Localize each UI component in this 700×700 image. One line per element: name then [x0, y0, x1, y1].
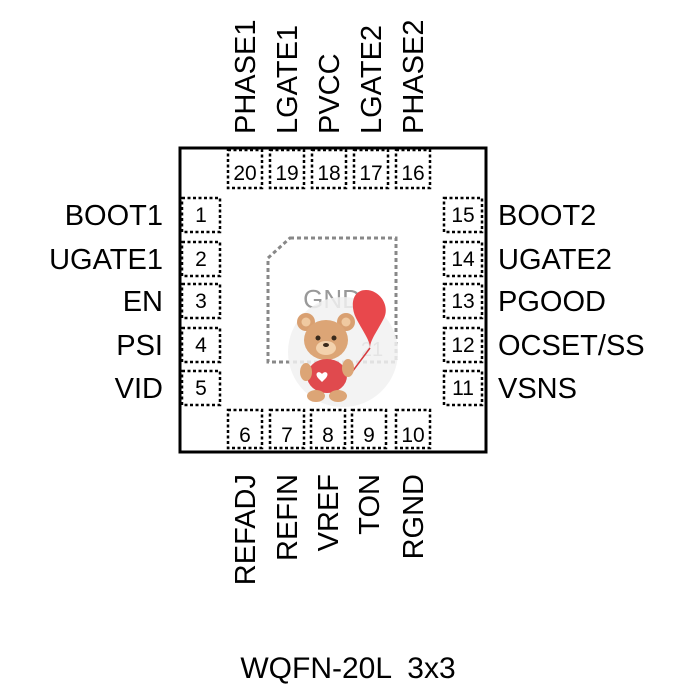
pin-label: BOOT2 [498, 200, 596, 232]
pin-number: 14 [451, 248, 475, 271]
pin-label: BOOT1 [65, 200, 163, 232]
bear-mascot-image [288, 290, 398, 407]
pin-pad [442, 240, 484, 278]
pin-number: 3 [195, 290, 207, 313]
pin-label: VSNS [498, 373, 577, 405]
pin-label: REFADJ [230, 474, 262, 585]
pin-pad [394, 408, 432, 450]
pin-pad [442, 196, 484, 234]
pin-label: UGATE2 [498, 244, 612, 276]
pin-pad [226, 408, 264, 450]
pin-pad [180, 369, 222, 407]
pin-4: 4 PSI [116, 326, 222, 364]
pin-19: 19 LGATE1 [268, 25, 306, 190]
pin-pad [180, 282, 222, 320]
pin-11: 11 VSNS [442, 369, 577, 407]
pin-number: 12 [451, 334, 474, 357]
pin-13: 13 PGOOD [442, 282, 606, 320]
pin-number: 2 [195, 248, 207, 271]
pin-14: 14 UGATE2 [442, 240, 612, 278]
pin-number: 18 [317, 162, 340, 185]
pin-12: 12 OCSET/SS [442, 326, 645, 364]
caption-spacer [391, 652, 399, 685]
pin-label: EN [123, 286, 163, 318]
pin-pad [180, 196, 222, 234]
pin-number: 13 [451, 290, 474, 313]
pin-label: VID [115, 373, 163, 405]
pin-pad [309, 408, 347, 450]
pin-number: 10 [401, 424, 424, 447]
pin-2: 2 UGATE1 [49, 240, 222, 278]
pin-15: 15 BOOT2 [442, 196, 596, 234]
pin-number: 5 [195, 377, 207, 400]
pin-18: 18 PVCC [310, 53, 348, 190]
pin-number: 15 [451, 204, 474, 227]
pin-number: 11 [452, 377, 474, 400]
pin-pad [350, 408, 388, 450]
pin-label: RGND [398, 474, 430, 559]
pin-number: 6 [239, 424, 251, 447]
pin-pad [268, 408, 306, 450]
package-name: WQFN-20L [240, 652, 391, 685]
pin-pad [180, 326, 222, 364]
pin-pad [268, 148, 306, 190]
pin-label: LGATE2 [356, 25, 388, 134]
pin-pad [180, 240, 222, 278]
pin-label: PHASE1 [230, 20, 262, 134]
pin-number: 16 [401, 162, 424, 185]
pin-pad [352, 148, 390, 190]
pin-number: 19 [275, 162, 298, 185]
pin-number: 17 [359, 162, 382, 185]
pin-label: LGATE1 [272, 25, 304, 134]
pin-number: 9 [363, 424, 375, 447]
pin-pad [394, 148, 432, 190]
pin-label: REFIN [272, 474, 304, 561]
pin-label: PSI [116, 330, 163, 362]
pin-number: 8 [322, 424, 334, 447]
pin-label: VREF [313, 474, 345, 551]
pin-pad [442, 326, 484, 364]
pin-pad [226, 148, 264, 190]
pin-number: 20 [233, 162, 256, 185]
pin-17: 17 LGATE2 [352, 25, 390, 190]
pin-number: 1 [195, 204, 207, 227]
pin-1: 1 BOOT1 [65, 196, 222, 234]
pin-number: 7 [281, 424, 293, 447]
pin-16: 16 PHASE2 [394, 20, 432, 190]
pin-label: PHASE2 [398, 20, 430, 134]
pin-label: PVCC [314, 53, 346, 134]
pin-label: PGOOD [498, 286, 606, 318]
pin-pad [442, 282, 484, 320]
pin-pad [310, 148, 348, 190]
pin-label: UGATE1 [49, 244, 163, 276]
pin-number: 4 [195, 334, 207, 357]
pin-pad [442, 369, 484, 407]
pins-layer: 1BOOT12UGATE13EN4PSI5VID6REFADJ7REFIN8VR… [49, 20, 645, 586]
pin-5: 5 VID [115, 369, 222, 407]
pin-label: OCSET/SS [498, 330, 645, 362]
pin-20: 20 PHASE1 [226, 20, 264, 190]
pin-label: TON [354, 474, 386, 535]
package-caption: WQFN-20L 3x3 [240, 652, 455, 685]
pin-3: 3 EN [123, 282, 222, 320]
package-size: 3x3 [407, 652, 455, 685]
